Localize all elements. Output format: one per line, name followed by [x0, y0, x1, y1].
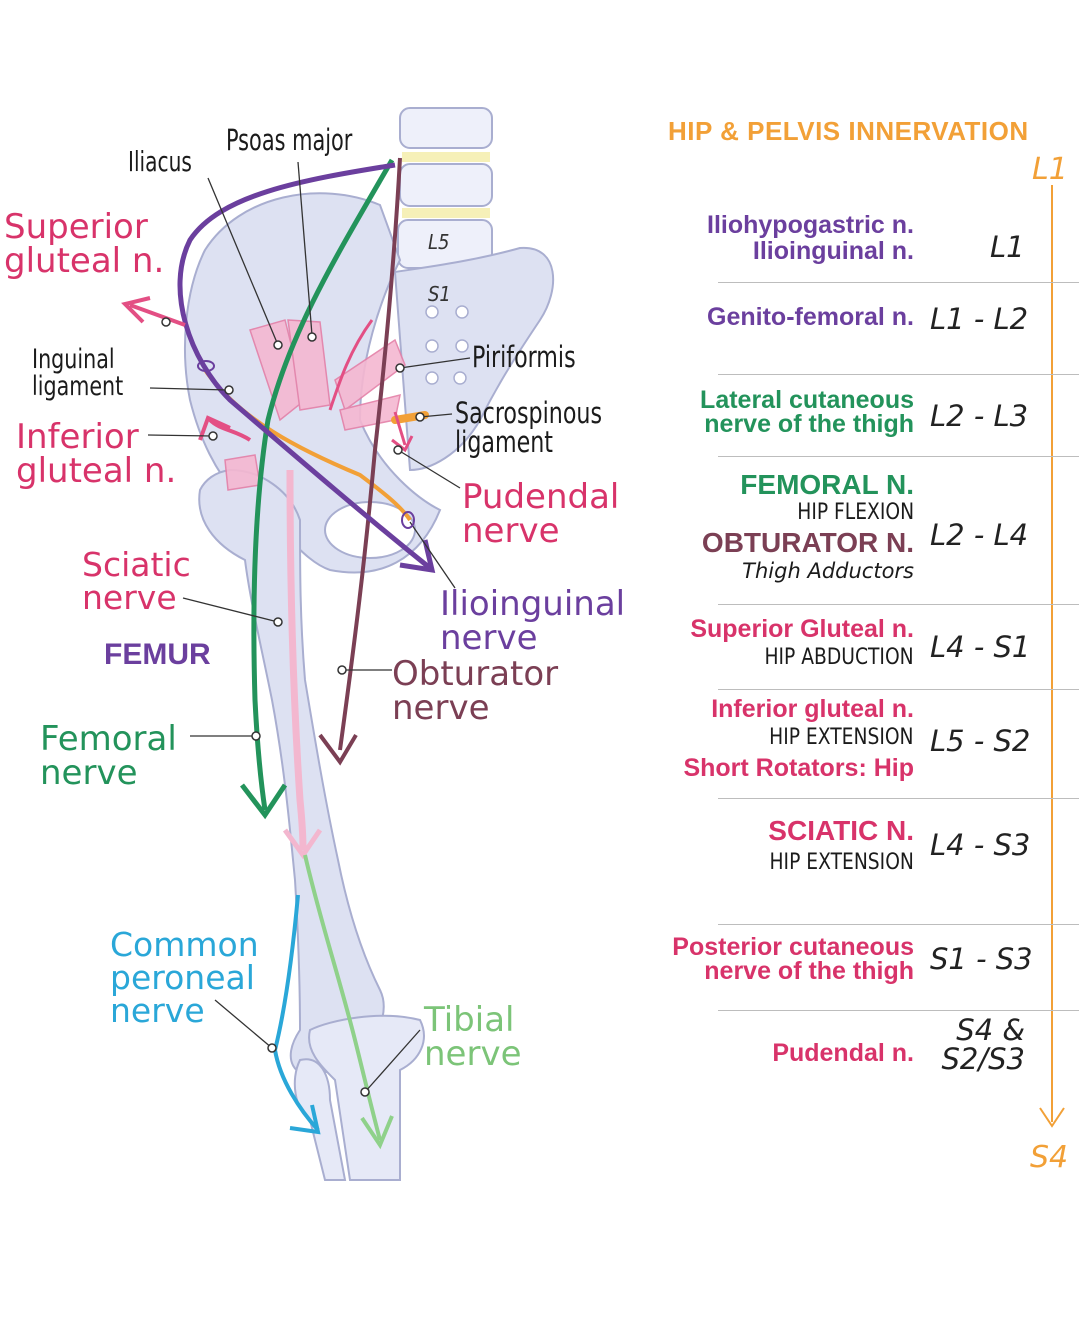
label-femur: FEMUR: [104, 638, 211, 671]
scale-bottom-label: S4: [1030, 1140, 1069, 1175]
label-iliacus: Iliacus: [128, 145, 192, 178]
sacrum: [393, 246, 555, 472]
scale-top-label: L1: [1032, 152, 1068, 187]
superior-gluteal-arrow: [129, 303, 186, 327]
common-peroneal-nerve-path: [272, 894, 320, 1132]
table-row: Iliohypogastric n.Ilioinguinal n. L1: [707, 211, 1025, 266]
sciatic-nerve-path: [286, 469, 307, 851]
table-row: Superior Gluteal n. HIP ABDUCTION L4 - S…: [690, 615, 1031, 671]
table-title: HIP & PELVIS INNERVATION: [668, 116, 1029, 146]
tibial-nerve-path: [303, 854, 382, 1141]
table-row: Pudendal n. S4 & S2/S3: [772, 1013, 1025, 1076]
table-row: Inferior gluteal n. HIP EXTENSION Short …: [683, 695, 1031, 783]
label-s1: S1: [428, 282, 451, 306]
label-piriformis: Piriformis: [472, 340, 576, 374]
tibia: [308, 1014, 425, 1181]
obturator-nerve-path: [338, 157, 402, 751]
femoral-nerve-path: [251, 158, 395, 811]
leader-lines: [147, 161, 471, 1093]
table-row: Genito-femoral n. L1 - L2: [707, 302, 1029, 336]
ilioinguinal-nerve-path: [177, 162, 432, 570]
fibula: [293, 1058, 347, 1181]
table-row: FEMORAL N. HIP FLEXION OBTURATOR N. Thig…: [701, 469, 1029, 583]
label-l5: L5: [428, 230, 450, 254]
table-row: SCIATIC N. HIP EXTENSION L4 - S3: [768, 815, 1031, 876]
label-psoas-major: Psoas major: [226, 123, 353, 157]
